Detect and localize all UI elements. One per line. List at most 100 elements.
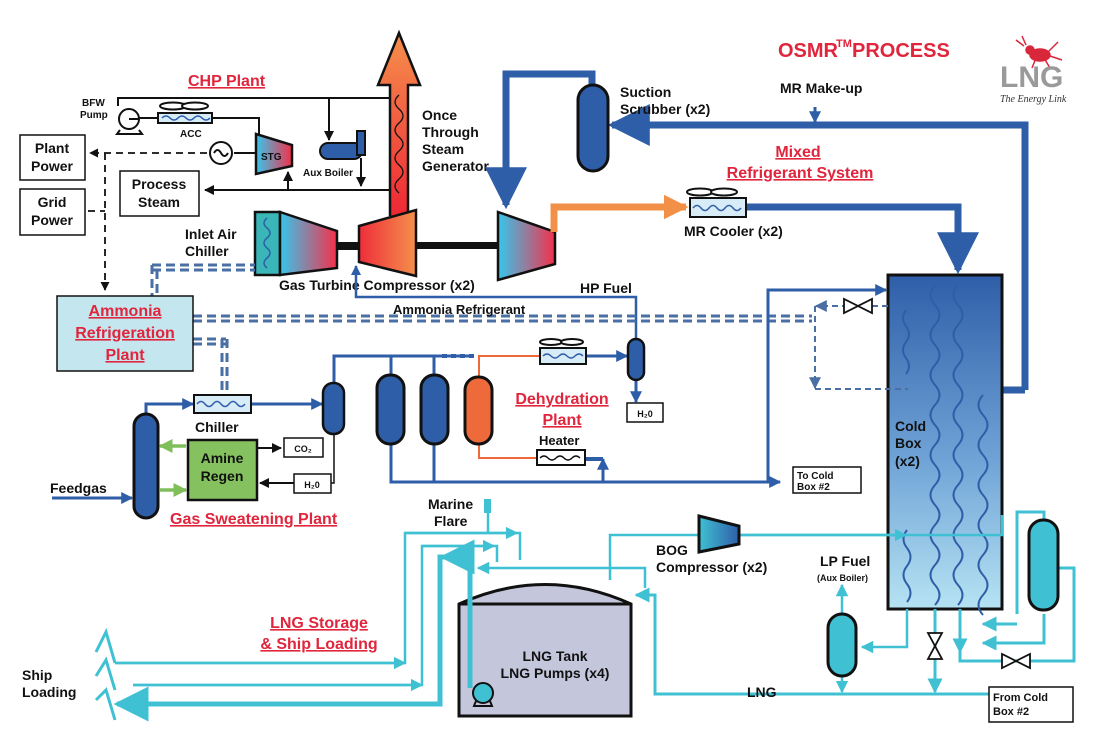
regen-separator — [626, 337, 646, 382]
lng-tank-label-1: LNG Tank — [522, 648, 587, 664]
chp-plant-title: CHP Plant — [188, 73, 266, 90]
lng-logo: LNG The Energy Link — [1000, 35, 1067, 105]
bfw-pump — [115, 108, 144, 135]
suction-scrubber-label-1: Suction — [620, 84, 671, 100]
svg-text:Power: Power — [31, 212, 74, 228]
acc-label: ACC — [180, 129, 202, 140]
co2-box: CO₂ — [283, 437, 324, 458]
svg-text:Power: Power — [31, 158, 74, 174]
lng-label: LNG — [747, 684, 777, 700]
once-through-steam-generator — [376, 29, 422, 222]
title-main: OSMR — [778, 40, 839, 62]
bog-label-1: BOG — [656, 542, 688, 558]
marine-flare — [484, 499, 491, 513]
otsg-label-1: Once — [422, 107, 457, 123]
lp-fuel-label: LP Fuel — [820, 553, 870, 569]
svg-text:Grid: Grid — [38, 194, 67, 210]
suction-scrubber — [576, 83, 610, 173]
chp-steam-lines — [117, 93, 406, 195]
bfw-label-1: BFW — [82, 98, 105, 109]
otsg-label-4: Generator — [422, 158, 489, 174]
lng-tank: LNG Tank LNG Pumps (x4) — [457, 583, 633, 718]
contactor-column — [132, 412, 160, 520]
svg-text:Regen: Regen — [201, 468, 244, 484]
bog-compressor — [697, 514, 741, 554]
cold-box-label-1: Cold — [895, 418, 926, 434]
h2o-sweetening-box: H₂0 — [293, 473, 332, 494]
title-superscript: TM — [836, 38, 852, 50]
aux-boiler-label: Aux Boiler — [303, 168, 353, 179]
lng-pump-icon — [472, 682, 494, 707]
cold-box-label-3: (x2) — [895, 453, 920, 469]
from-cold-box-box: From Cold Box #2 — [988, 686, 1074, 723]
plant-power-box: Plant Power — [19, 134, 86, 181]
logo-text: LNG — [1000, 61, 1063, 94]
svg-text:Amine: Amine — [201, 450, 244, 466]
lng-storage-title-2: & Ship Loading — [260, 636, 377, 653]
gtc-label: Gas Turbine Compressor (x2) — [279, 277, 475, 293]
to-cold-box-box: To Cold Box #2 — [792, 466, 862, 494]
svg-text:H₂0: H₂0 — [637, 409, 653, 419]
gas-turbine-compressor — [253, 208, 557, 282]
bfw-label-2: Pump — [80, 110, 108, 121]
h2o-dehydration-box: H₂0 — [626, 402, 664, 423]
cold-box-label-2: Box — [895, 435, 922, 451]
ammonia-refrigerant-label: Ammonia Refrigerant — [393, 302, 526, 317]
lng-cyan-lines — [113, 510, 1076, 722]
logo-tagline: The Energy Link — [1000, 94, 1067, 105]
inlet-air-label-1: Inlet Air — [185, 226, 237, 242]
dehydration-title-1: Dehydration — [515, 391, 608, 408]
power-lines — [88, 148, 207, 291]
mr-makeup-label: MR Make-up — [780, 80, 862, 96]
ship-loading-label-1: Ship — [22, 667, 52, 683]
dehydration-regen-line — [478, 355, 540, 459]
aux-boiler — [319, 130, 366, 160]
stg-turbine: STG — [254, 132, 294, 176]
svg-text:Plant: Plant — [35, 140, 70, 156]
inlet-air-label-2: Chiller — [185, 243, 229, 259]
mr-system-title-1: Mixed — [775, 144, 820, 161]
loop-valve — [1001, 652, 1031, 670]
loading-arms — [94, 627, 117, 721]
svg-text:To Cold: To Cold — [797, 471, 833, 482]
mol-sieve-beds — [375, 373, 494, 446]
mr-hot-line — [550, 194, 689, 232]
ammonia-plant-box: Ammonia Refrigeration Plant — [56, 295, 194, 372]
ant-icon — [1015, 35, 1063, 69]
mr-lines — [485, 70, 1029, 394]
regen-cooler — [539, 338, 587, 365]
bog-label-2: Compressor (x2) — [656, 559, 767, 575]
hp-fuel-label: HP Fuel — [580, 280, 632, 296]
ammonia-valve — [843, 297, 873, 315]
separator-drum — [321, 381, 346, 436]
ship-loading-label-2: Loading — [22, 684, 76, 700]
mr-cooler-label: MR Cooler (x2) — [684, 223, 783, 239]
mr-system-title-2: Refrigerant System — [727, 165, 874, 182]
svg-text:H₂0: H₂0 — [304, 480, 320, 490]
ammonia-refrigerant-lines — [150, 263, 812, 395]
end-flash-drum — [1027, 518, 1060, 612]
generator-icon — [209, 141, 233, 165]
chiller — [193, 394, 252, 414]
stg-label: STG — [261, 152, 282, 163]
amine-regen-box: Amine Regen — [186, 438, 259, 502]
lp-fuel-sublabel: (Aux Boiler) — [817, 573, 868, 583]
suction-scrubber-label-2: Scrubber (x2) — [620, 101, 710, 117]
svg-text:Box #2: Box #2 — [993, 706, 1029, 718]
otsg-label-2: Through — [422, 124, 479, 140]
lng-tank-label-2: LNG Pumps (x4) — [501, 665, 610, 681]
hp-fuel-line — [351, 265, 638, 340]
amine-lines — [158, 439, 295, 497]
chiller-label: Chiller — [195, 419, 239, 435]
marine-flare-label-1: Marine — [428, 496, 473, 512]
ammonia-title-2: Refrigeration — [75, 325, 175, 342]
mr-cooler — [686, 187, 747, 218]
lp-fuel-drum — [826, 612, 858, 678]
heater — [536, 449, 586, 466]
ammonia-title-3: Plant — [105, 347, 145, 364]
cold-box: Cold Box (x2) — [886, 273, 1004, 616]
lng-storage-title-1: LNG Storage — [270, 615, 368, 632]
svg-text:Steam: Steam — [138, 194, 180, 210]
svg-text:Process: Process — [132, 176, 187, 192]
